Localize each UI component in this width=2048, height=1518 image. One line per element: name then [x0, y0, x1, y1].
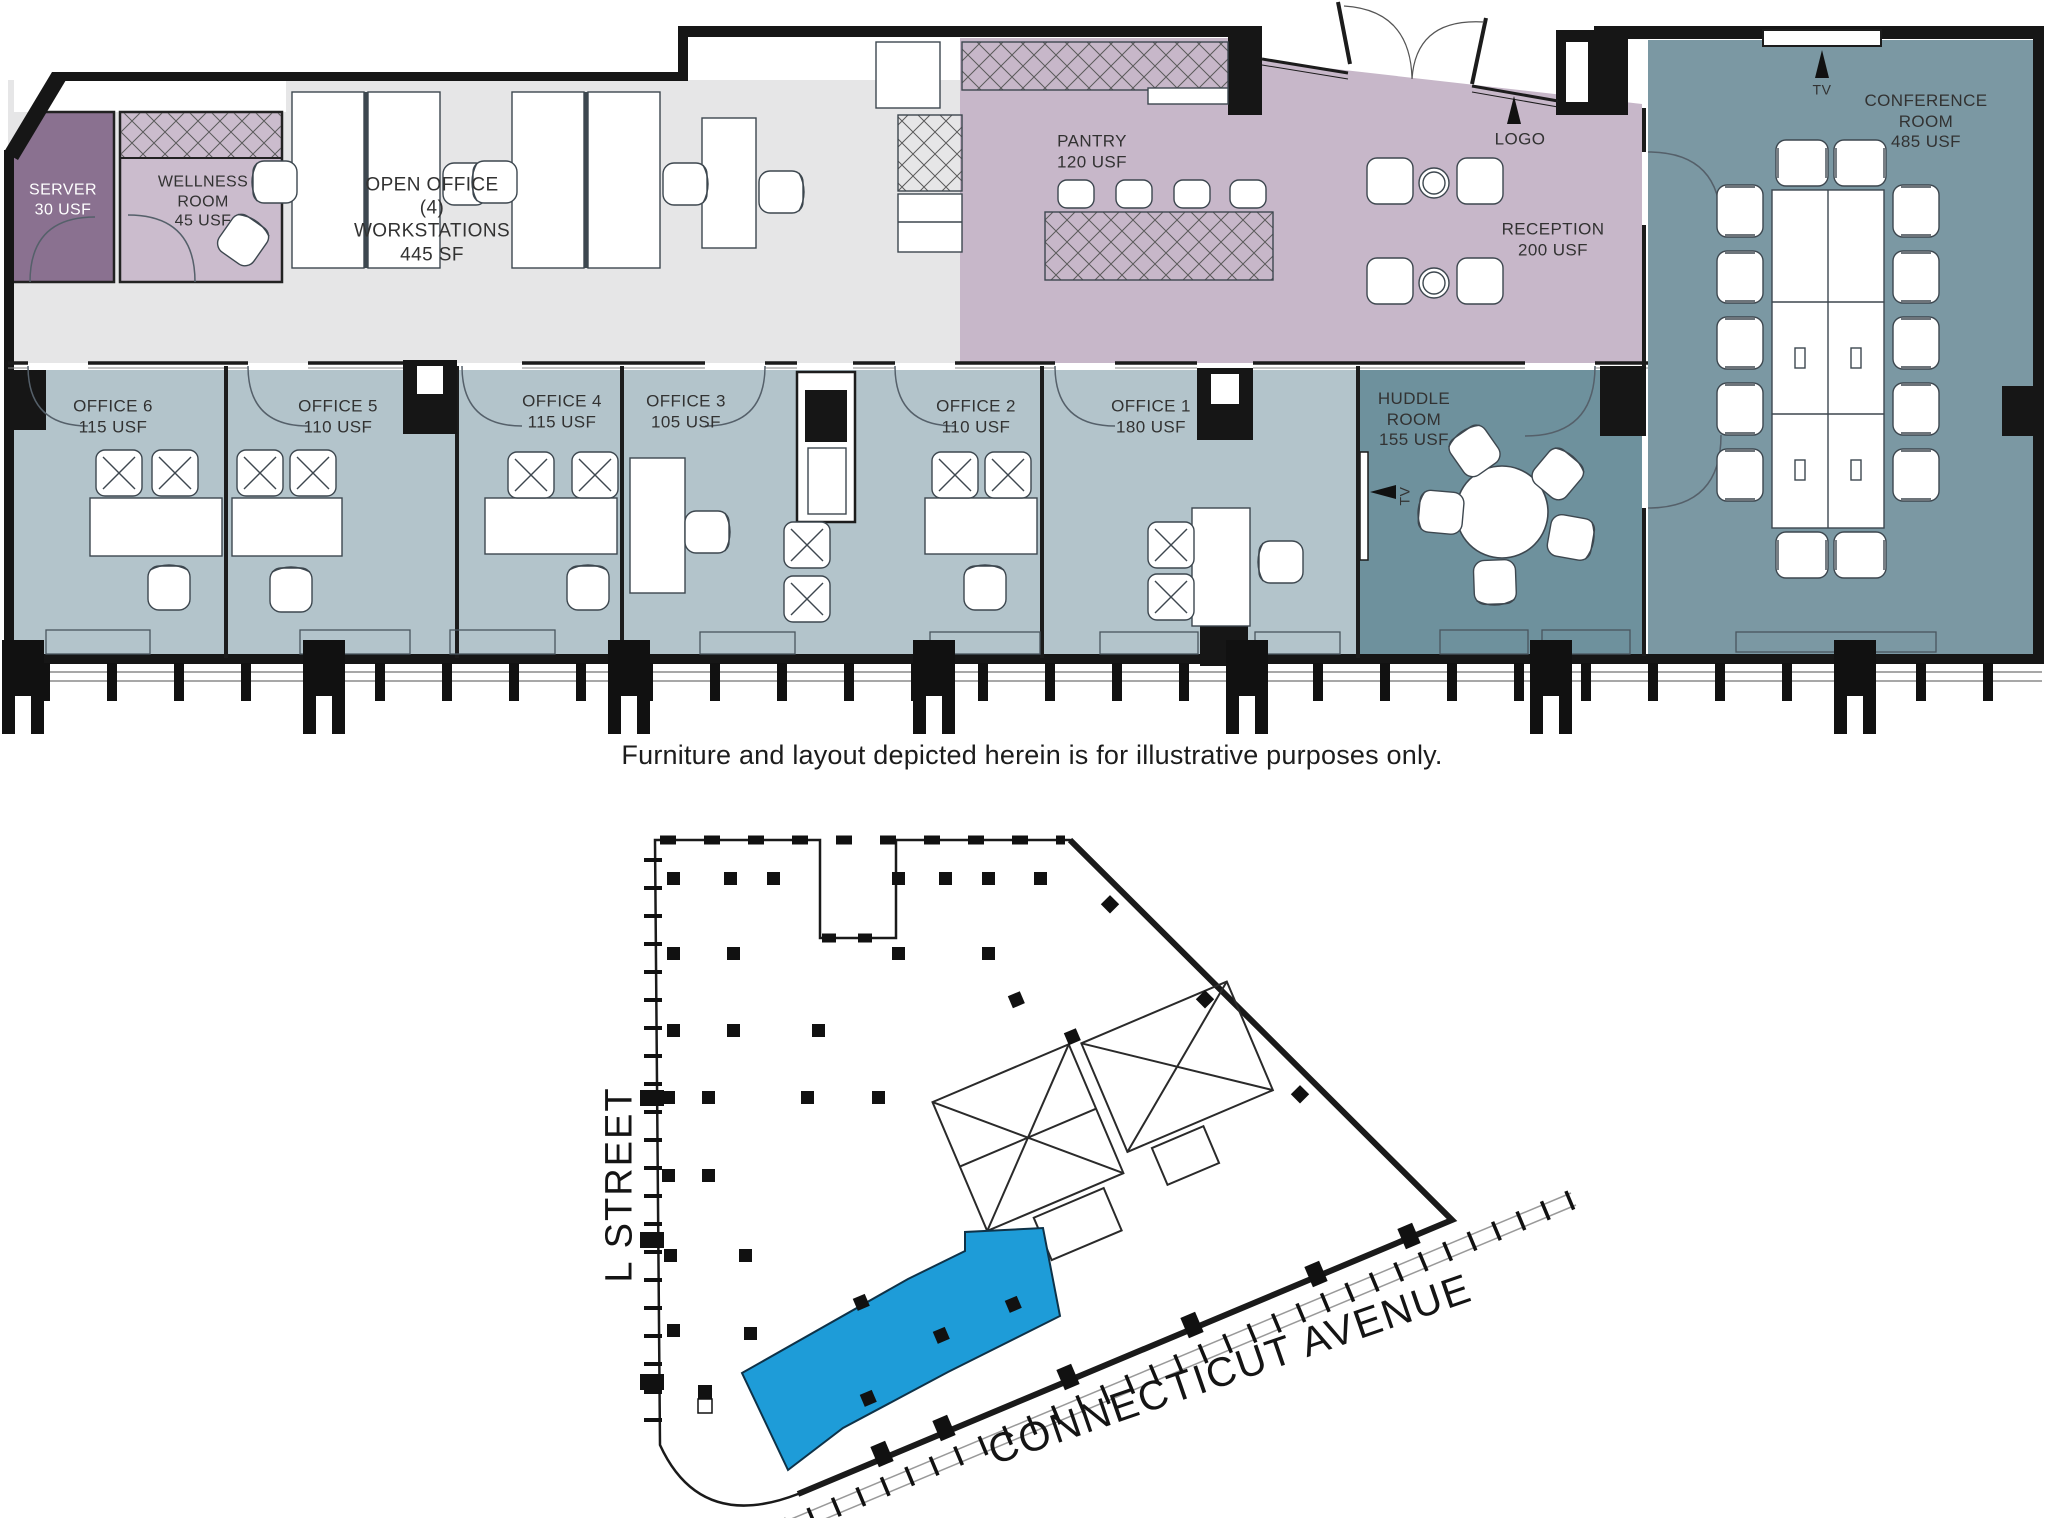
edge-columns: [870, 1222, 1421, 1468]
suite-highlight: [740, 1226, 1062, 1472]
conference-tv-label: TV: [1812, 81, 1832, 98]
door-swings: [27, 151, 1722, 509]
logo-arrow-icon: [1507, 96, 1521, 124]
office-furniture: [89, 457, 1251, 627]
office-6-label: OFFICE 6 115 USF: [73, 396, 153, 436]
conference-room-label: CONFERENCE ROOM 485 USF: [1864, 90, 1988, 152]
huddle-tv-label: TV: [1396, 486, 1413, 506]
office-1-label: OFFICE 1 180 USF: [1111, 396, 1191, 436]
wellness-room-label: WELLNESS ROOM 45 USF: [157, 173, 249, 230]
shaft: [795, 370, 857, 524]
office-demising-walls: [224, 108, 1646, 658]
entry-storefront: [1261, 1, 1559, 108]
server-room-label: SERVER 30 USF: [29, 181, 97, 218]
reception-floor: [1256, 60, 1642, 363]
building-key-plan: [640, 835, 1577, 1518]
pantry-label: PANTRY 120 USF: [1057, 131, 1127, 171]
logo-label: LOGO: [1494, 129, 1546, 149]
pantry-kitchen: [875, 41, 1274, 281]
office-5-label: OFFICE 5 110 USF: [298, 396, 378, 436]
column-grid: [640, 872, 1310, 1414]
office-3-label: OFFICE 3 105 USF: [646, 391, 726, 431]
tv-arrow-icon: [1370, 485, 1396, 499]
conference-tv: [1762, 29, 1882, 78]
open-office-label: OPEN OFFICE (4) WORKSTATIONS 445 SF: [353, 174, 511, 266]
open-office-workstations: [291, 91, 757, 269]
huddle-tv: [1359, 451, 1396, 561]
window-sills: [45, 629, 1937, 655]
window-band: [2, 640, 2042, 734]
office-4-label: OFFICE 4 115 USF: [522, 391, 602, 431]
sidewalk: [784, 1189, 1577, 1518]
reception-lounge: [1366, 157, 1504, 305]
office-2-label: OFFICE 2 110 USF: [936, 396, 1016, 436]
street-label-l-street: L STREET: [598, 1086, 641, 1283]
conference-table: [1771, 189, 1885, 529]
huddle-room-label: HUDDLE ROOM 155 USF: [1377, 388, 1451, 450]
disclaimer-caption: Furniture and layout depicted herein is …: [621, 740, 1443, 770]
pantry-island: [1044, 211, 1274, 281]
reception-label: RECEPTION 200 USF: [1501, 219, 1605, 259]
suite-floor-plan: [2, 1, 2044, 734]
wellness-closet: [119, 111, 283, 159]
tv-arrow-icon: [1815, 50, 1829, 78]
